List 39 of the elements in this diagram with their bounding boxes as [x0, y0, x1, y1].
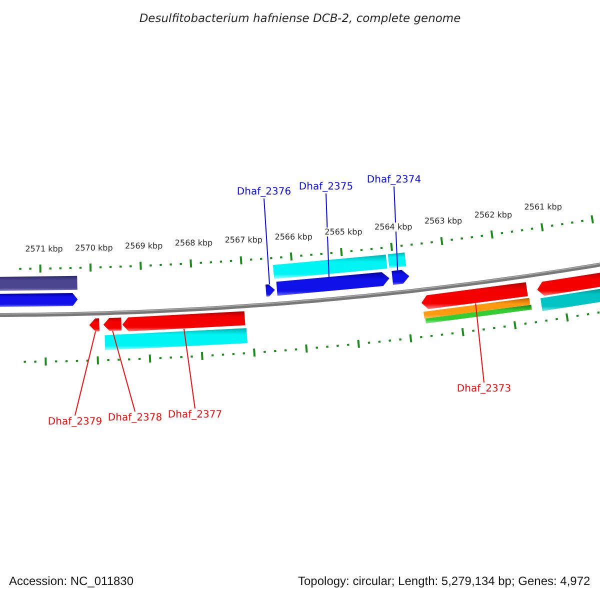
- gene-feature: [422, 282, 528, 310]
- leader-line: [394, 186, 398, 271]
- genome-summary-text: Topology: circular; Length: 5,279,134 bp; Genes: 4,972: [298, 574, 590, 588]
- scale-label: 2565 kbp: [324, 228, 364, 237]
- gene-feature: [0, 293, 78, 307]
- scale-label: 2561 kbp: [523, 202, 563, 212]
- scale-label: 2563 kbp: [423, 216, 464, 226]
- gene-feature: [392, 270, 410, 285]
- leader-line: [326, 193, 330, 278]
- scale-label: 2568 kbp: [174, 238, 214, 248]
- leader-line: [184, 328, 196, 409]
- leader-line: [74, 331, 96, 416]
- gene-bar: [424, 298, 530, 319]
- gene-label: Dhaf_2377: [168, 410, 222, 420]
- gene-label: Dhaf_2379: [48, 416, 102, 428]
- gene-feature: [537, 272, 600, 296]
- scale-label: 2571 kbp: [24, 244, 64, 254]
- gene-bar: [425, 304, 532, 324]
- scale-label: 2569 kbp: [124, 241, 164, 250]
- leader-line: [475, 302, 484, 383]
- scale-label: 2567 kbp: [224, 236, 264, 245]
- gene-feature: [103, 318, 122, 331]
- accession-text: Accession: NC_011830: [9, 574, 134, 588]
- gene-bar: [388, 252, 406, 268]
- diagram-title: Desulfitobacterium hafniense DCB-2, complete genome: [139, 11, 461, 25]
- scale-label: 2562 kbp: [473, 210, 514, 220]
- gene-label: Dhaf_2378: [108, 412, 162, 424]
- scale-label: 2570 kbp: [74, 243, 114, 252]
- scale-label: 2566 kbp: [274, 232, 314, 242]
- gene-label: Dhaf_2373: [456, 384, 512, 394]
- gene-bar: [0, 276, 78, 291]
- leader-line: [112, 330, 136, 412]
- gene-label: Dhaf_2376: [236, 186, 292, 198]
- gene-feature: [89, 318, 100, 332]
- leader-line: [264, 198, 270, 285]
- gene-label: Dhaf_2374: [366, 174, 422, 186]
- gene-bar: [540, 288, 600, 312]
- scale-label: 2564 kbp: [374, 222, 414, 232]
- gene-label: Dhaf_2375: [298, 182, 354, 192]
